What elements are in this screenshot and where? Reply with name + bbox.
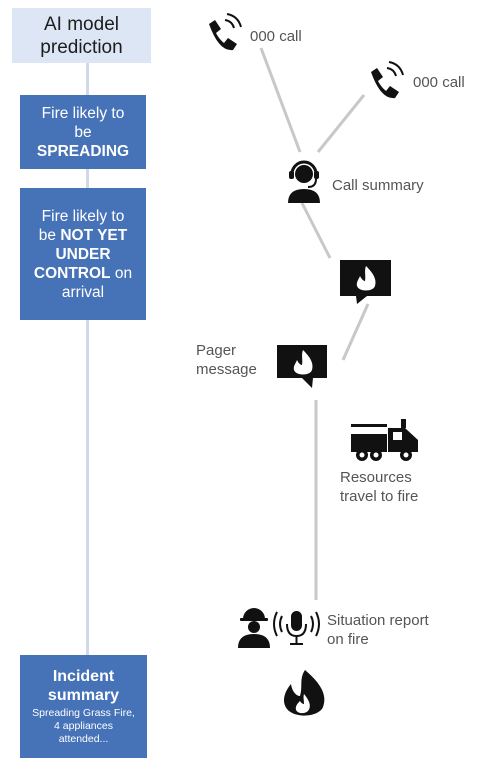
- situation-report-label: Situation report on fire: [327, 612, 429, 648]
- fire-speech-bubble-icon: [277, 345, 327, 388]
- timeline-line: [86, 63, 89, 655]
- prediction-line: SPREADING: [36, 142, 130, 160]
- call-summary-label: Call summary: [332, 177, 424, 194]
- microphone-icon: [273, 611, 320, 645]
- flow-connectors: [259, 47, 370, 600]
- prediction-line: CONTROL on: [33, 264, 133, 282]
- ai-prediction-header: AI model prediction: [12, 8, 151, 63]
- prediction-line: be: [74, 123, 92, 141]
- header-line-1: AI model: [44, 13, 119, 35]
- fire-speech-bubble-icon: [340, 260, 391, 304]
- resources-label: Resources travel to fire: [340, 469, 419, 505]
- firefighter-icon: [238, 608, 270, 648]
- header-line-2: prediction: [40, 36, 123, 58]
- call-1-label: 000 call: [250, 28, 302, 45]
- call-operator-icon: [288, 160, 320, 203]
- summary-title-2: summary: [47, 687, 120, 704]
- prediction-not-under-control: Fire likely to be NOT YET UNDER CONTROL …: [20, 188, 146, 320]
- summary-detail: Spreading Grass Fire, 4 appliances atten…: [32, 707, 135, 745]
- fire-truck-icon: [351, 419, 418, 461]
- prediction-line: UNDER: [55, 245, 111, 263]
- prediction-spreading: Fire likely to be SPREADING: [20, 95, 146, 169]
- incident-summary-box: Incident summary Spreading Grass Fire, 4…: [20, 655, 147, 758]
- prediction-line: be NOT YET: [38, 226, 128, 244]
- prediction-line: Fire likely to: [41, 104, 125, 122]
- summary-title-1: Incident: [52, 668, 115, 685]
- phone-ringing-icon: [209, 13, 242, 51]
- pager-label: Pager message: [196, 342, 257, 378]
- prediction-line: arrival: [61, 283, 105, 301]
- flame-icon: [284, 670, 325, 716]
- phone-ringing-icon: [371, 61, 404, 99]
- call-2-label: 000 call: [413, 74, 465, 91]
- prediction-line: Fire likely to: [41, 207, 125, 225]
